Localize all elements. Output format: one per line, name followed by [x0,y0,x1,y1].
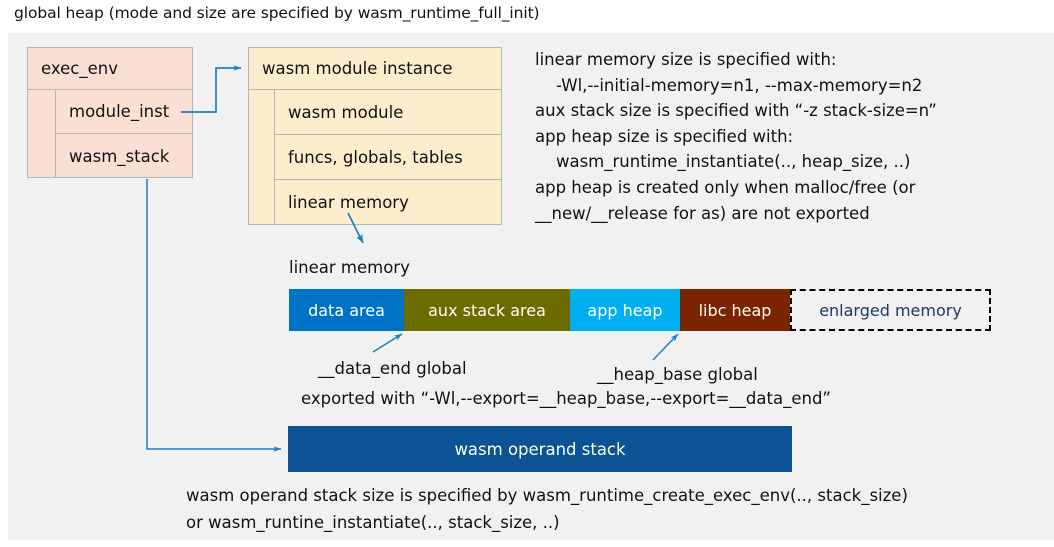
exec-env-gutter [28,90,56,178]
memory-segment-libc-heap[interactable]: libc heap [680,289,790,331]
exec-env-rows: module_inst wasm_stack [56,90,192,178]
exec-env-field-wasm-stack[interactable]: wasm_stack [69,146,170,166]
wasm-module-instance-header: wasm module instance [249,48,501,90]
module-field-funcs-globals-tables[interactable]: funcs, globals, tables [275,135,501,180]
memory-segment-data-area[interactable]: data area [289,289,404,331]
wasm-module-instance-gutter [249,90,275,225]
exec-env-header: exec_env [28,48,192,90]
wasm-operand-stack-box[interactable]: wasm operand stack [288,426,792,472]
annotation-heap-base: __heap_base global [597,365,758,384]
memory-segment-enlarged-memory[interactable]: enlarged memory [790,289,991,331]
wasm-module-instance-rows: wasm module funcs, globals, tables linea… [275,90,501,225]
annotation-data-end: __data_end global [318,359,467,378]
wasm-module-instance-box[interactable]: wasm module instance wasm module funcs, … [248,47,502,225]
module-field-wasm-module[interactable]: wasm module [275,90,501,135]
memory-segment-aux-stack-area[interactable]: aux stack area [404,289,570,331]
exec-env-body: module_inst wasm_stack [28,90,192,178]
exec-env-field-module-inst[interactable]: module_inst [56,90,192,134]
annotation-exported-with: exported with “-Wl,--export=__heap_base,… [301,389,831,408]
operand-stack-note: wasm operand stack size is specified by … [186,486,908,532]
page-title: global heap (mode and size are specified… [14,4,540,22]
module-field-linear-memory[interactable]: linear memory [288,193,409,212]
memory-size-notes: linear memory size is specified with: -W… [535,50,937,223]
wasm-module-instance-body: wasm module funcs, globals, tables linea… [249,90,501,225]
memory-segment-app-heap[interactable]: app heap [570,289,680,331]
linear-memory-caption: linear memory [289,258,410,277]
exec-env-box[interactable]: exec_env module_inst wasm_stack [27,47,193,178]
